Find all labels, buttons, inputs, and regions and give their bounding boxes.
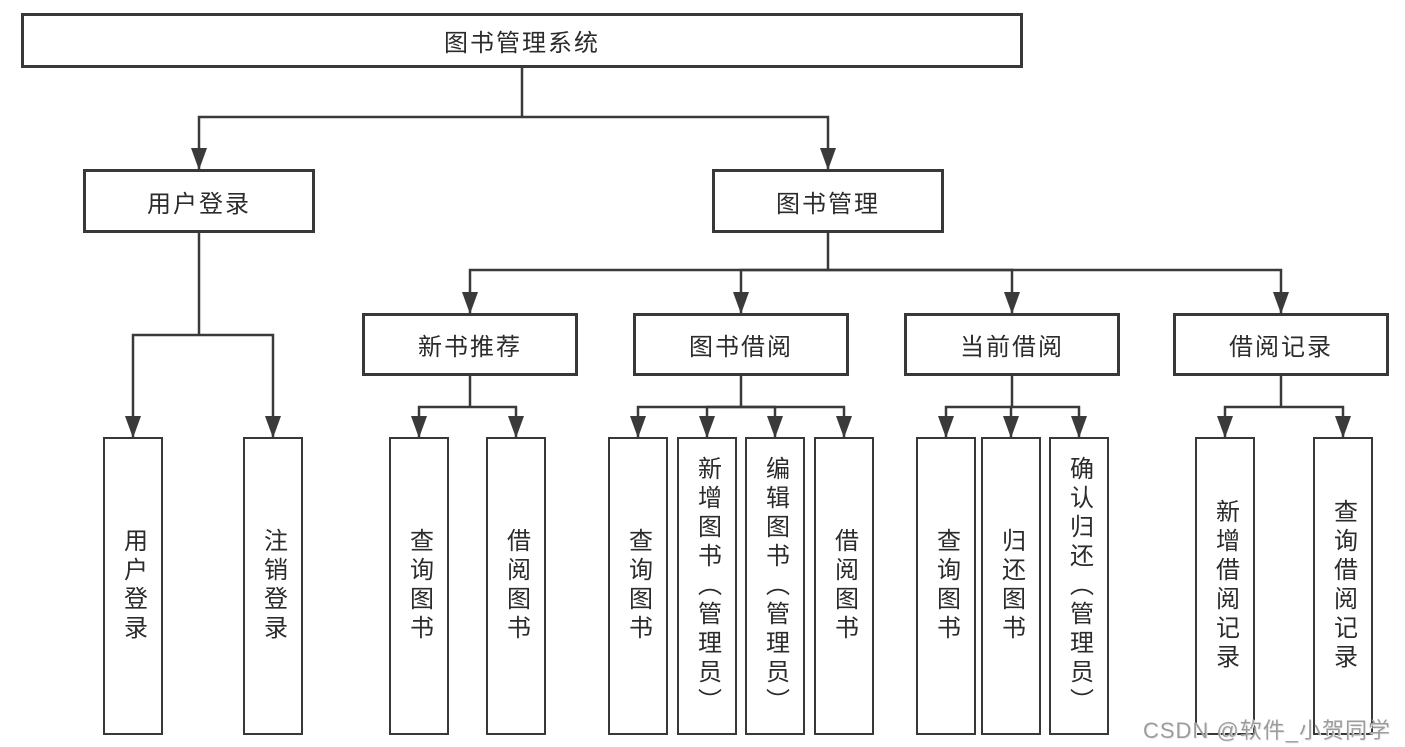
leaf-records-add-borrow-record: 新增借阅记录 [1195, 437, 1255, 735]
connector-login-to-leaf2 [199, 333, 281, 438]
leaf-borrow-borrow-books: 借阅图书 [814, 437, 874, 735]
node-book-borrowing: 图书借阅 [633, 313, 849, 376]
connector-records-to-leaf13 [1281, 405, 1351, 438]
leaf-recommend-borrow-books: 借阅图书 [486, 437, 546, 735]
leaf-borrow-query-books: 查询图书 [608, 437, 668, 735]
leaf-logout: 注销登录 [243, 437, 303, 735]
connector-borrow-to-leaf6 [699, 405, 741, 438]
leaf-current-return-books: 归还图书 [981, 437, 1041, 735]
leaf-borrow-add-books-admin: 新增图书（管理员） [677, 437, 737, 735]
leaf-recommend-query-books: 查询图书 [389, 437, 449, 735]
connector-borrow-to-leaf5 [630, 405, 741, 438]
csdn-watermark: CSDN @软件_小贺同学 [1142, 718, 1391, 743]
connector-borrow-to-leaf8 [741, 405, 852, 438]
connector-mgmt-to-recommend [462, 268, 828, 314]
connector-borrow-to-leaf7 [741, 405, 783, 438]
node-current-borrowing: 当前借阅 [904, 313, 1120, 376]
connector-login-to-leaf1 [125, 333, 199, 438]
leaf-current-query-books: 查询图书 [916, 437, 976, 735]
leaf-current-confirm-return-admin: 确认归还（管理员） [1049, 437, 1109, 735]
connector-recommend-to-leaf3 [411, 405, 470, 438]
connector-current-to-leaf11 [1012, 405, 1087, 438]
node-book-management: 图书管理 [712, 169, 944, 233]
connector-root-to-mgmt [522, 115, 836, 170]
connector-mgmt-to-borrow [733, 268, 828, 314]
connector-current-to-leaf9 [938, 405, 1012, 438]
connector-recommend-to-leaf4 [470, 405, 524, 438]
connector-current-to-leaf10 [1003, 405, 1019, 438]
node-new-book-recommendation: 新书推荐 [362, 313, 578, 376]
connector-mgmt-to-records [828, 268, 1289, 314]
leaf-user-login: 用户登录 [103, 437, 163, 735]
node-user-login: 用户登录 [83, 169, 315, 233]
node-borrowing-records: 借阅记录 [1173, 313, 1389, 376]
leaf-records-query-borrow-record: 查询借阅记录 [1313, 437, 1373, 735]
connector-records-to-leaf12 [1217, 405, 1281, 438]
connector-mgmt-to-current [828, 268, 1020, 314]
leaf-borrow-edit-books-admin: 编辑图书（管理员） [745, 437, 805, 735]
node-library-management-system: 图书管理系统 [21, 13, 1023, 68]
connector-root-to-login [191, 115, 522, 170]
